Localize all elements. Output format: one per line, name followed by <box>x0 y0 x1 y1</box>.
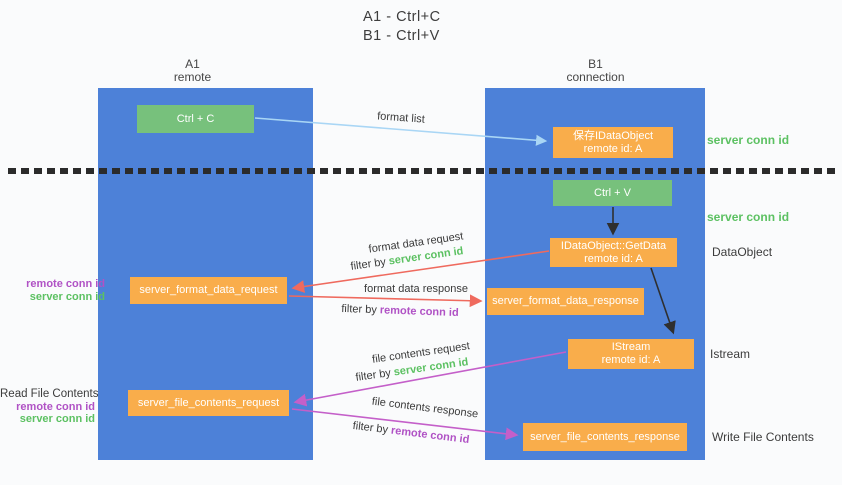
annotation-write-file-contents: Write File Contents <box>712 430 814 444</box>
node-istream-line1: IStream <box>611 341 651 353</box>
lifeline-header-a1: A1 remote <box>85 58 300 84</box>
annotation-format-conn-ids: remote conn id server conn id <box>8 278 105 303</box>
node-server-format-data-response-label: server_format_data_response <box>492 295 639 307</box>
lifeline-b1-name: B1 <box>588 57 603 71</box>
node-server-file-contents-request-label: server_file_contents_request <box>137 396 280 409</box>
lifeline-header-b1: B1 connection <box>488 58 703 84</box>
label-file-contents-response-filter: filter by remote conn id <box>352 420 470 446</box>
annotation-file-remote-conn-id: remote conn id <box>16 400 95 413</box>
node-server-format-data-response: server_format_data_response <box>487 288 644 315</box>
copy-paste-divider <box>8 168 836 174</box>
node-server-file-contents-response: server_file_contents_response <box>523 423 687 451</box>
node-ctrl-c-label: Ctrl + C <box>176 112 215 125</box>
filter-prefix: filter by <box>354 366 395 384</box>
annotation-dataobject: DataObject <box>712 245 773 259</box>
label-format-list: format list <box>376 110 426 126</box>
lifeline-a1-role: remote <box>173 70 212 84</box>
lifeline-b1-role: connection <box>566 70 625 84</box>
diagram-title: A1 - Ctrl+C B1 - Ctrl+V <box>363 8 441 46</box>
annotation-server-conn-id-top: server conn id <box>707 133 790 147</box>
node-save-idataobject: 保存IDataObject remote id: A <box>553 127 673 158</box>
title-line-1: A1 - Ctrl+C <box>363 9 441 25</box>
node-ctrl-v: Ctrl + V <box>553 180 672 206</box>
label-file-contents-response: file contents response <box>371 395 479 421</box>
filter-prefix: filter by <box>352 419 392 437</box>
node-idataobject-getdata: IDataObject::GetData remote id: A <box>550 238 677 267</box>
node-ctrl-c: Ctrl + C <box>137 105 254 133</box>
arrow-format-data-response <box>288 294 483 308</box>
annotation-file-conn-ids: Read File Contents remote conn id server… <box>0 388 99 426</box>
filter-key-remote-conn-id: remote conn id <box>379 304 459 320</box>
label-format-data-response: format data response <box>364 283 468 295</box>
node-server-file-contents-response-label: server_file_contents_response <box>530 430 680 443</box>
node-getdata-line1: IDataObject::GetData <box>560 239 667 252</box>
annotation-format-remote-conn-id: remote conn id <box>26 278 105 290</box>
node-getdata-line2: remote id: A <box>584 252 643 265</box>
node-server-format-data-request: server_format_data_request <box>130 277 287 304</box>
node-server-file-contents-request: server_file_contents_request <box>128 390 289 416</box>
node-istream-line2: remote id: A <box>601 354 661 366</box>
annotation-format-server-conn-id: server conn id <box>29 290 105 303</box>
node-save-idataobject-line1: 保存IDataObject <box>572 129 654 142</box>
title-line-2: B1 - Ctrl+V <box>363 28 440 44</box>
annotation-istream: Istream <box>710 347 751 361</box>
lifeline-a1-name: A1 <box>185 57 200 71</box>
annotation-read-file-contents: Read File Contents <box>0 388 99 400</box>
node-ctrl-v-label: Ctrl + V <box>594 186 631 199</box>
filter-key-remote-conn-id: remote conn id <box>390 424 470 447</box>
label-format-data-response-filter: filter by remote conn id <box>341 303 459 319</box>
annotation-server-conn-id-mid: server conn id <box>707 210 790 224</box>
filter-prefix: filter by <box>349 255 390 273</box>
node-server-format-data-request-label: server_format_data_request <box>139 284 278 296</box>
node-istream: IStream remote id: A <box>568 339 694 369</box>
filter-prefix: filter by <box>341 302 381 317</box>
annotation-file-server-conn-id: server conn id <box>19 413 95 425</box>
node-save-idataobject-line2: remote id: A <box>583 142 643 155</box>
